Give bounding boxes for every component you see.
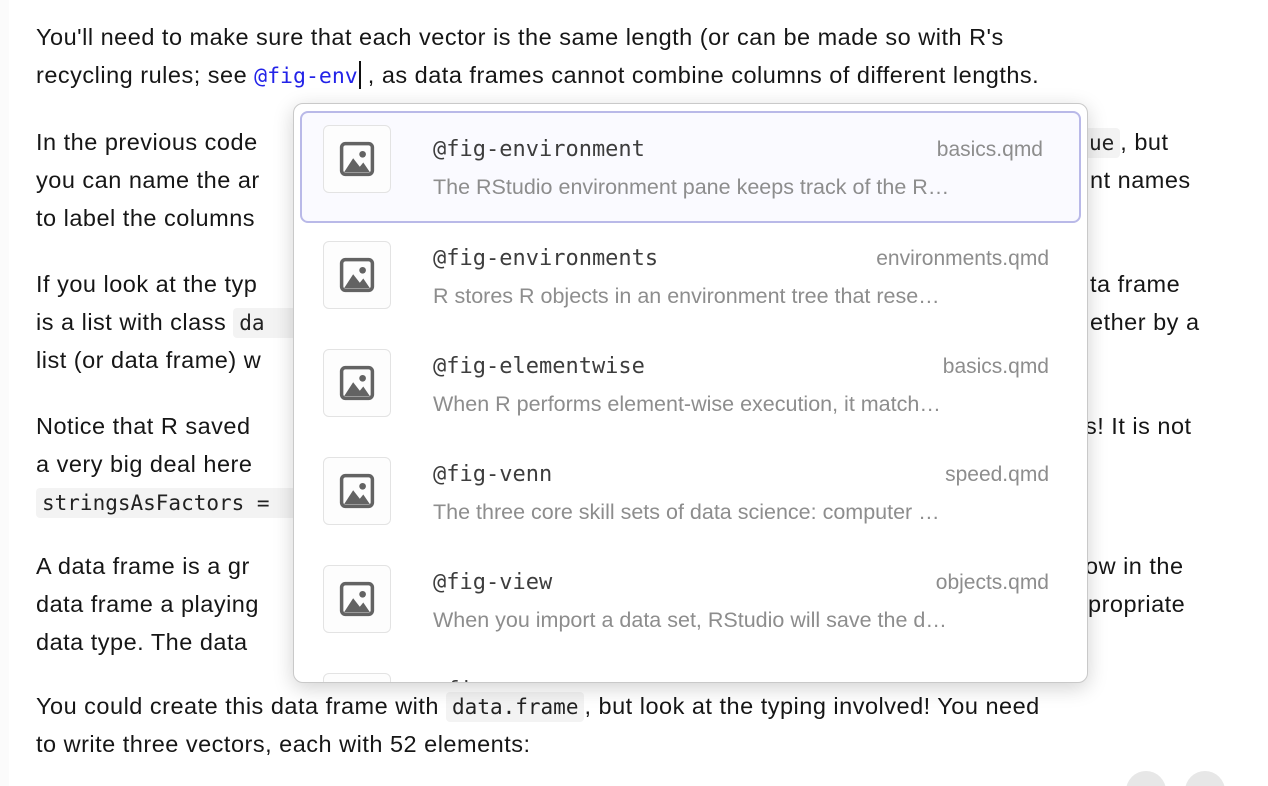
completion-item-file: objects.qmd xyxy=(935,571,1049,594)
paragraph-line: data frame a playing xyxy=(36,585,259,623)
body-text: propriate xyxy=(1088,591,1186,617)
body-text: is a list with class xyxy=(36,309,234,335)
floating-nav-button[interactable] xyxy=(1126,771,1166,786)
body-text: ow in the xyxy=(1085,553,1184,579)
paragraph-line: A data frame is a gr xyxy=(36,547,250,585)
completion-item-id: @fig-environment xyxy=(433,137,645,162)
body-text: you can name the ar xyxy=(36,167,260,193)
body-text: ta frame xyxy=(1090,271,1181,297)
body-text: You'll need to make sure that each vecto… xyxy=(36,24,1004,50)
completion-item-description: The three core skill sets of data scienc… xyxy=(433,500,940,524)
paragraph-line-fragment: propriate xyxy=(1088,585,1185,623)
body-text: In the previous code xyxy=(36,129,258,155)
paragraph-line: is a list with class da xyxy=(36,303,335,342)
floating-nav-button[interactable] xyxy=(1185,771,1225,786)
paragraph-line-fragment: ether by a xyxy=(1090,303,1200,341)
figure-thumbnail-placeholder xyxy=(323,565,391,633)
body-text: A data frame is a gr xyxy=(36,553,250,579)
paragraph-line: a very big deal here xyxy=(36,445,252,483)
body-text: a very big deal here xyxy=(36,451,253,477)
body-text: nt names xyxy=(1090,167,1191,193)
figure-thumbnail-placeholder xyxy=(323,125,391,193)
completion-item[interactable]: @fig-view objects.qmd When you import a … xyxy=(294,547,1087,655)
completion-item-description: When you import a data set, RStudio will… xyxy=(433,608,947,632)
text-cursor xyxy=(358,61,361,89)
completion-item-id: @fig- xyxy=(433,678,499,682)
body-text: to label the columns xyxy=(36,205,256,231)
body-text: Notice that R saved xyxy=(36,413,251,439)
paragraph-line-fragment: ta frame xyxy=(1090,265,1180,303)
crossref-completion-popup: @fig-environment basics.qmd The RStudio … xyxy=(293,103,1088,683)
paragraph-line-fragment: ow in the xyxy=(1085,547,1184,585)
body-text: , but xyxy=(1120,129,1169,155)
completion-item-file: basics.qmd xyxy=(936,138,1043,161)
inline-code: ue xyxy=(1088,128,1121,158)
body-text: list (or data frame) w xyxy=(36,347,262,373)
completion-item[interactable]: @fig-elementwise basics.qmd When R perfo… xyxy=(294,331,1087,439)
body-text: to write three vectors, each with 52 ele… xyxy=(36,731,531,757)
paragraph-line: to label the columns xyxy=(36,199,255,237)
image-icon xyxy=(339,257,375,293)
body-text: You could create this data frame with xyxy=(36,693,447,719)
completion-item-description: R stores R objects in an environment tre… xyxy=(433,284,940,308)
image-icon xyxy=(339,141,375,177)
paragraph-line: to write three vectors, each with 52 ele… xyxy=(36,725,531,763)
figure-thumbnail-placeholder xyxy=(323,457,391,525)
body-text: data type. The data xyxy=(36,629,248,655)
paragraph-line-fragment: ue, but xyxy=(1088,123,1169,162)
body-text: data frame a playing xyxy=(36,591,259,617)
image-icon xyxy=(339,365,375,401)
paragraph-line: you can name the ar xyxy=(36,161,260,199)
completion-item-file: speed.qmd xyxy=(945,463,1049,486)
body-text: ether by a xyxy=(1090,309,1200,335)
body-text: s! It is not xyxy=(1085,413,1192,439)
body-text: recycling rules; see xyxy=(36,62,255,88)
paragraph-line: If you look at the typ xyxy=(36,265,257,303)
completion-item-selected[interactable]: @fig-environment basics.qmd The RStudio … xyxy=(300,111,1081,223)
paragraph-line-fragment: s! It is not xyxy=(1085,407,1192,445)
completion-item-file: basics.qmd xyxy=(942,355,1049,378)
body-text: , as data frames cannot combine columns … xyxy=(360,62,1040,88)
image-icon xyxy=(339,581,375,617)
completion-item-id: @fig-venn xyxy=(433,462,553,487)
paragraph-line: stringsAsFactors = xyxy=(36,483,340,522)
paragraph-line: Notice that R saved xyxy=(36,407,251,445)
paragraph-line-fragment: nt names xyxy=(1090,161,1191,199)
completion-item-partial[interactable]: @fig- xyxy=(294,655,1087,682)
crossref-being-typed[interactable]: @fig-env xyxy=(254,64,358,89)
inline-code: stringsAsFactors = xyxy=(36,488,340,518)
body-text: , but look at the typing involved! You n… xyxy=(584,693,1040,719)
paragraph-line: You could create this data frame with da… xyxy=(36,687,1040,726)
figure-thumbnail-placeholder xyxy=(323,349,391,417)
figure-thumbnail-placeholder xyxy=(323,241,391,309)
body-text: If you look at the typ xyxy=(36,271,258,297)
figure-thumbnail-placeholder xyxy=(323,673,391,682)
completion-item-id: @fig-view xyxy=(433,570,553,595)
paragraph-line: data type. The data xyxy=(36,623,248,661)
completion-item-id: @fig-environments xyxy=(433,246,659,271)
completion-item-description: The RStudio environment pane keeps track… xyxy=(433,175,950,199)
completion-item-file: environments.qmd xyxy=(876,247,1049,270)
completion-item-description: When R performs element-wise execution, … xyxy=(433,392,941,416)
completion-item[interactable]: @fig-venn speed.qmd The three core skill… xyxy=(294,439,1087,547)
paragraph-line: list (or data frame) w xyxy=(36,341,261,379)
completion-item[interactable]: @fig-environments environments.qmd R sto… xyxy=(294,223,1087,331)
paragraph-line: recycling rules; see @fig-env , as data … xyxy=(36,56,1039,96)
left-gutter xyxy=(0,0,9,786)
paragraph-line: In the previous code xyxy=(36,123,258,161)
image-icon xyxy=(339,473,375,509)
completion-item-id: @fig-elementwise xyxy=(433,354,645,379)
inline-code: data.frame xyxy=(446,692,585,722)
paragraph-line: You'll need to make sure that each vecto… xyxy=(36,18,1004,56)
